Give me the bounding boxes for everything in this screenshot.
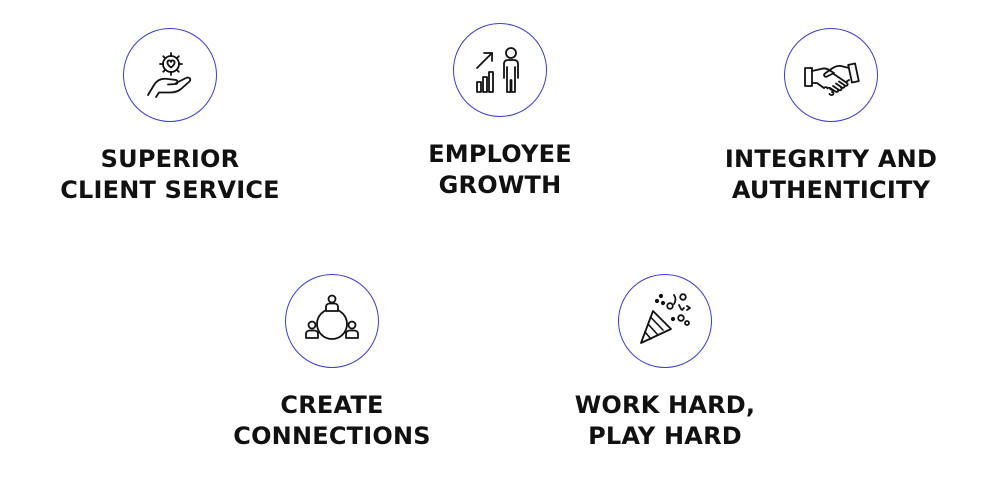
party-popper-icon [640, 293, 691, 344]
value-label: CREATE CONNECTIONS [182, 390, 482, 452]
value-label-line1: INTEGRITY AND [724, 145, 938, 173]
growth-chart-person-icon [476, 47, 519, 93]
value-label-line1: EMPLOYEE [428, 140, 572, 168]
value-label-line1: CREATE [280, 391, 384, 419]
value-label-line2: CONNECTIONS [233, 422, 431, 450]
value-label-line2: GROWTH [438, 171, 562, 199]
value-label: EMPLOYEE GROWTH [350, 139, 650, 201]
icon-circle [285, 274, 379, 368]
icon-circle [784, 28, 878, 122]
value-integrity-and-authenticity: INTEGRITY AND AUTHENTICITY [681, 28, 981, 206]
value-label-line2: AUTHENTICITY [731, 176, 931, 204]
value-label-line2: PLAY HARD [588, 422, 742, 450]
handshake-icon [804, 62, 860, 96]
value-label: INTEGRITY AND AUTHENTICITY [681, 144, 981, 206]
value-label-line2: CLIENT SERVICE [60, 176, 280, 204]
connected-people-icon [305, 294, 359, 340]
icon-circle [123, 28, 217, 122]
value-work-hard-play-hard: WORK HARD, PLAY HARD [515, 274, 815, 452]
value-label-line1: SUPERIOR [100, 145, 240, 173]
value-label: WORK HARD, PLAY HARD [515, 390, 815, 452]
hand-heart-gear-icon [147, 52, 192, 98]
value-label-line1: WORK HARD, [574, 391, 756, 419]
icon-circle [453, 23, 547, 117]
value-employee-growth: EMPLOYEE GROWTH [350, 23, 650, 201]
value-label: SUPERIOR CLIENT SERVICE [20, 144, 320, 206]
value-superior-client-service: SUPERIOR CLIENT SERVICE [20, 28, 320, 206]
icon-circle [618, 274, 712, 368]
value-create-connections: CREATE CONNECTIONS [182, 274, 482, 452]
